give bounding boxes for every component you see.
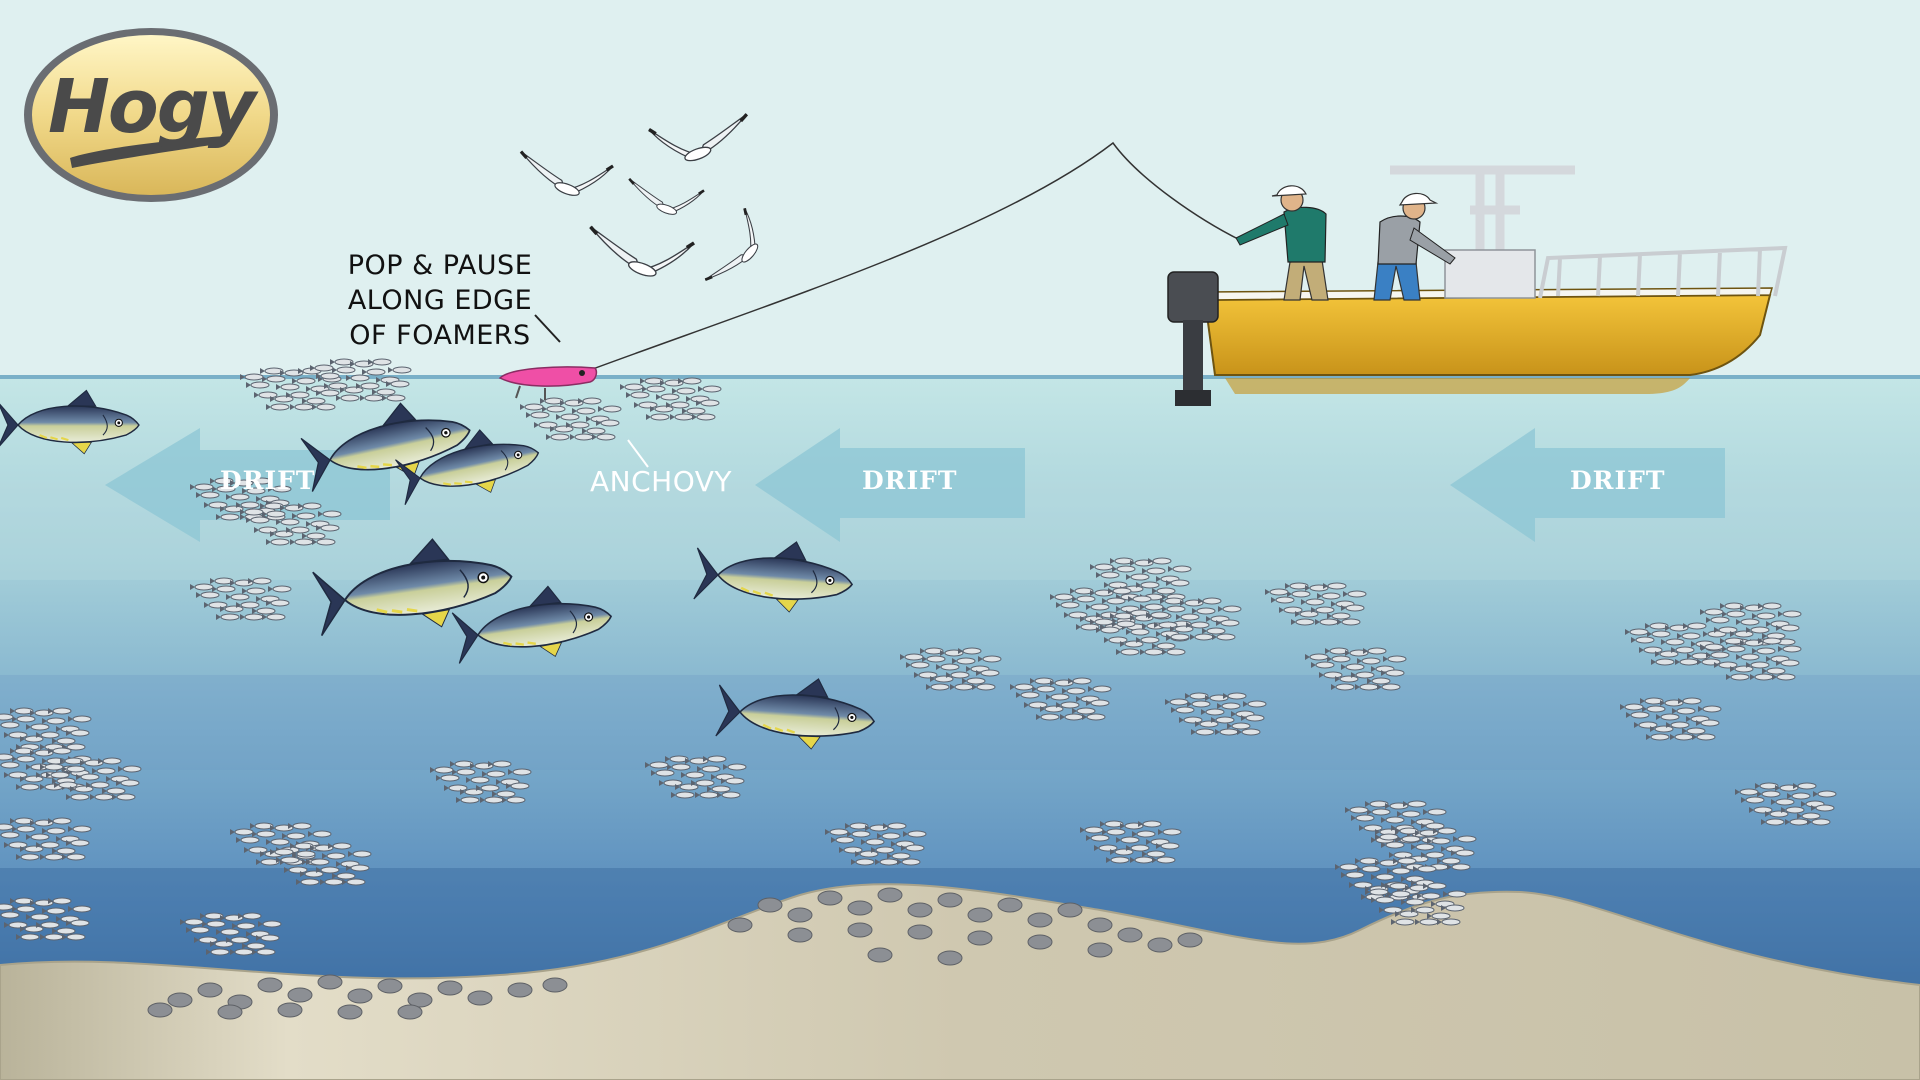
anchovy-label: ANCHOVY — [590, 465, 733, 498]
lure-technique-line-3: OF FOAMERS — [349, 320, 531, 351]
drift-arrow-right — [1450, 428, 1725, 542]
anchovy-pointer-line — [627, 439, 649, 468]
drift-label-left: DRIFT — [220, 466, 316, 495]
hogy-logo: Hogy — [20, 26, 282, 204]
angler-steering — [1373, 192, 1456, 301]
fishing-line — [589, 141, 1241, 371]
lure-technique-label: POP & PAUSE ALONG EDGE OF FOAMERS — [300, 248, 580, 353]
lure-technique-line-2: ALONG EDGE — [347, 285, 533, 316]
drift-label-center: DRIFT — [862, 466, 958, 495]
hogy-logo-badge — [24, 28, 278, 202]
lure-pointer-line — [534, 314, 561, 343]
angler-casting — [1235, 185, 1329, 301]
outboard-motor — [1167, 271, 1219, 323]
t-top — [1390, 165, 1575, 298]
drift-arrow-center — [755, 428, 1025, 542]
pink-popper-lure — [498, 366, 598, 400]
boat-bow-rail — [1538, 245, 1788, 299]
lure-technique-line-1: POP & PAUSE — [347, 250, 533, 281]
hogy-logo-text: Hogy — [48, 64, 256, 150]
drift-label-right: DRIFT — [1570, 466, 1666, 495]
center-console-boat — [1167, 165, 1788, 406]
